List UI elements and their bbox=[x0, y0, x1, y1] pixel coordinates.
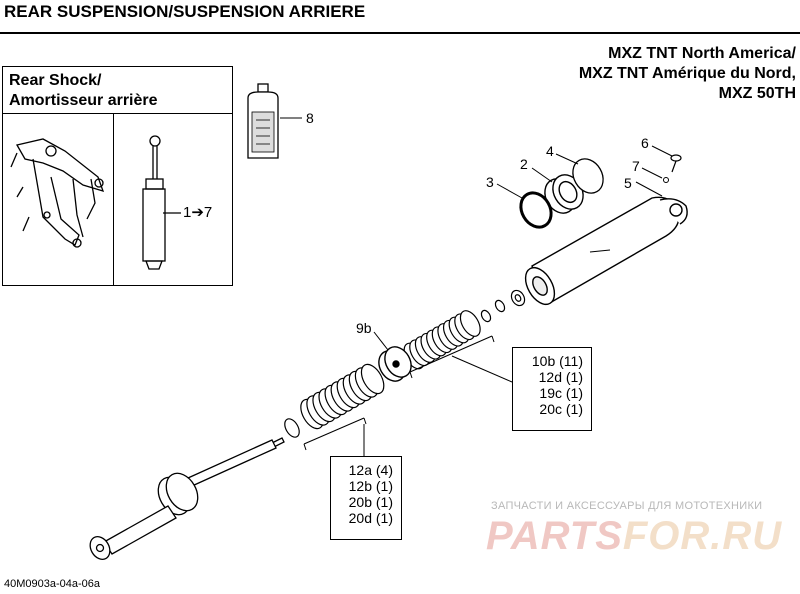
shim-disc bbox=[360, 363, 385, 395]
parts-group-1: 10b (11) 12d (1) 19c (1) 20c (1) bbox=[512, 347, 592, 431]
inset-callout-1-7: 1➔7 bbox=[183, 204, 213, 221]
screw-icon bbox=[670, 154, 682, 173]
leader-5 bbox=[635, 181, 663, 197]
leader-2 bbox=[531, 167, 553, 183]
callout-9b: 9b bbox=[356, 320, 372, 336]
shock-absorber-icon bbox=[142, 135, 181, 270]
shim-stack-lower bbox=[300, 363, 385, 430]
parts-group-1-item: 10b (11) bbox=[531, 353, 583, 369]
callout-8: 8 bbox=[306, 110, 314, 126]
page-title: REAR SUSPENSION/SUSPENSION ARRIERE bbox=[4, 2, 366, 21]
watermark-logo-part-1: PARTS bbox=[486, 514, 623, 558]
watermark-caption: ЗАПЧАСТИ И АКСЕССУАРЫ ДЛЯ МОТОТЕХНИКИ bbox=[491, 500, 763, 512]
callout-4: 4 bbox=[546, 143, 554, 159]
parts-group-2-item: 20d (1) bbox=[348, 510, 393, 526]
inset-title: Rear Shock/ Amortisseur arrière bbox=[9, 71, 158, 111]
nut-icon bbox=[480, 289, 526, 323]
inset-rule bbox=[3, 113, 232, 114]
parts-group-1-item: 19c (1) bbox=[539, 385, 583, 401]
suspension-frame-icon bbox=[10, 138, 105, 248]
piston-icon bbox=[378, 346, 412, 382]
model-line-2: MXZ TNT Amérique du Nord, bbox=[578, 65, 796, 82]
watermark-logo: PARTSFOR.RU bbox=[486, 514, 782, 558]
leader-4 bbox=[555, 153, 579, 165]
model-list: MXZ TNT North America/ MXZ TNT Amérique … bbox=[579, 44, 796, 104]
o-ring-icon bbox=[519, 191, 553, 229]
rear-shock-inset: Rear Shock/ Amortisseur arrière 1➔7 bbox=[2, 66, 233, 286]
model-line-1: MXZ TNT North America/ bbox=[608, 45, 796, 62]
parts-group-2-item: 12a (4) bbox=[348, 462, 393, 478]
parts-group-2-item: 12b (1) bbox=[348, 478, 393, 494]
piston-rod-icon bbox=[89, 437, 285, 560]
rod-washer-icon bbox=[284, 418, 300, 438]
shim-disc bbox=[459, 310, 481, 337]
parts-group-2: 12a (4) 12b (1) 20b (1) 20d (1) bbox=[330, 456, 402, 540]
header-rule bbox=[0, 32, 800, 34]
leader-9b bbox=[373, 331, 389, 351]
callout-6: 6 bbox=[641, 135, 649, 151]
parts-group-1-item: 20c (1) bbox=[539, 401, 583, 417]
callout-5: 5 bbox=[624, 175, 632, 191]
group-1-bracket bbox=[409, 335, 513, 383]
figure-code: 40M0903a-04a-06a bbox=[4, 578, 101, 590]
inset-divider bbox=[113, 113, 114, 285]
inset-drawing bbox=[10, 135, 181, 270]
shock-body-cylinder bbox=[524, 196, 688, 306]
group-2-bracket bbox=[303, 417, 367, 456]
watermark-logo-part-2: FOR.RU bbox=[622, 514, 783, 558]
model-line-3: MXZ 50TH bbox=[718, 85, 796, 102]
inset-title-en: Rear Shock/ bbox=[9, 72, 102, 89]
parts-group-1-item: 12d (1) bbox=[538, 369, 583, 385]
oil-bottle-icon bbox=[247, 83, 279, 159]
callout-7: 7 bbox=[632, 158, 640, 174]
inset-title-fr: Amortisseur arrière bbox=[9, 92, 158, 109]
callout-2: 2 bbox=[520, 156, 528, 172]
leader-6 bbox=[651, 145, 673, 157]
washer-icon bbox=[663, 177, 669, 183]
shim-stack-upper bbox=[403, 310, 481, 370]
parts-group-2-item: 20b (1) bbox=[348, 494, 393, 510]
leader-body bbox=[589, 249, 611, 253]
leader-3 bbox=[496, 183, 523, 199]
callout-3: 3 bbox=[486, 174, 494, 190]
cap-icon bbox=[572, 158, 604, 194]
leader-7 bbox=[641, 167, 663, 179]
